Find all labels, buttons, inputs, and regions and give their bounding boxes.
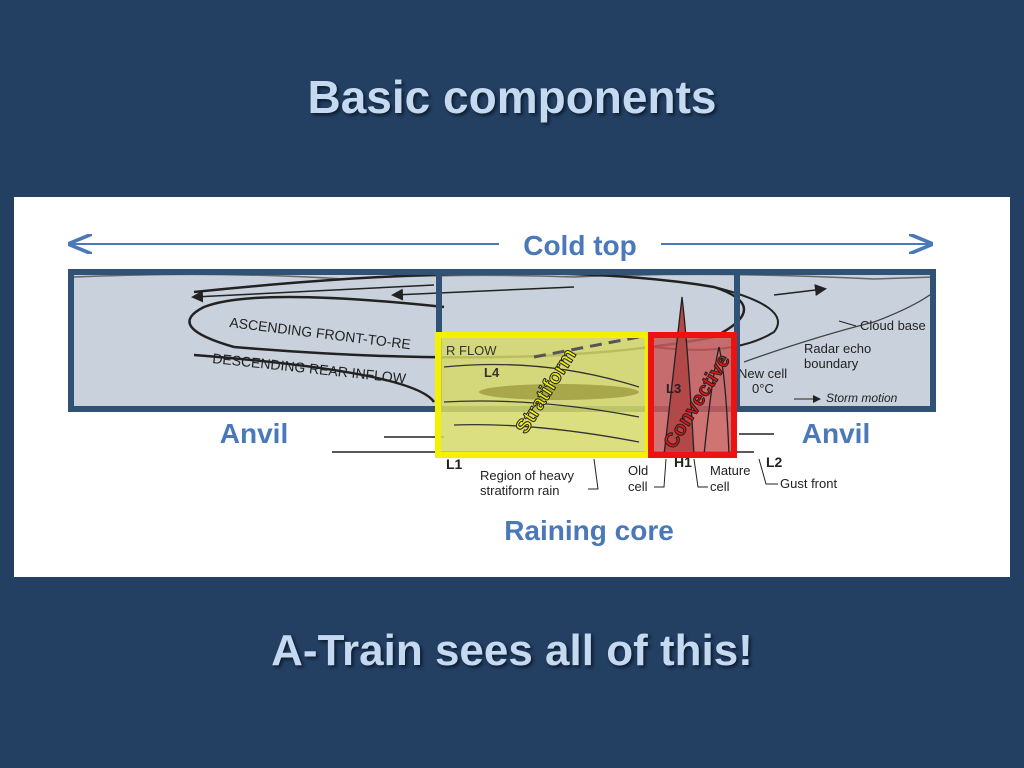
new-cell-text: New cell: [738, 366, 787, 381]
old-cell-text-1: Old: [628, 463, 648, 478]
l3-text: L3: [666, 381, 681, 396]
convective-region: L3 Convective: [648, 296, 737, 458]
stratiform-region: R FLOW L4 Stratiform: [435, 332, 651, 458]
heavy-rain-text-1: Region of heavy: [480, 468, 574, 483]
l2-text: L2: [766, 454, 783, 470]
storm-motion-text: Storm motion: [826, 391, 898, 405]
cloud-base-text: Cloud base: [860, 318, 926, 333]
raining-core-label: Raining core: [504, 515, 674, 546]
storm-diagram: Cold top ASCENDING FRONT-TO-RE DESCENDIN…: [68, 230, 936, 546]
slide-footer: A-Train sees all of this!: [271, 626, 753, 675]
diagram-panel: Cold top ASCENDING FRONT-TO-RE DESCENDIN…: [14, 197, 1010, 577]
rear-flow-text: R FLOW: [446, 343, 497, 358]
anvil-right-label: Anvil: [802, 418, 870, 449]
slide-title: Basic components: [307, 71, 717, 123]
l4-text: L4: [484, 365, 500, 380]
old-cell-text-2: cell: [628, 479, 648, 494]
radar-echo-text-1: Radar echo: [804, 341, 871, 356]
l1-text: L1: [446, 456, 463, 472]
convective-box: [648, 332, 737, 458]
zero-c-text: 0°C: [752, 381, 774, 396]
cold-top-label: Cold top: [523, 230, 637, 261]
gust-front-text: Gust front: [780, 476, 837, 491]
heavy-rain-text-2: stratiform rain: [480, 483, 559, 498]
anvil-left-label: Anvil: [220, 418, 288, 449]
mature-cell-text-1: Mature: [710, 463, 750, 478]
mature-cell-text-2: cell: [710, 479, 730, 494]
radar-echo-text-2: boundary: [804, 356, 859, 371]
